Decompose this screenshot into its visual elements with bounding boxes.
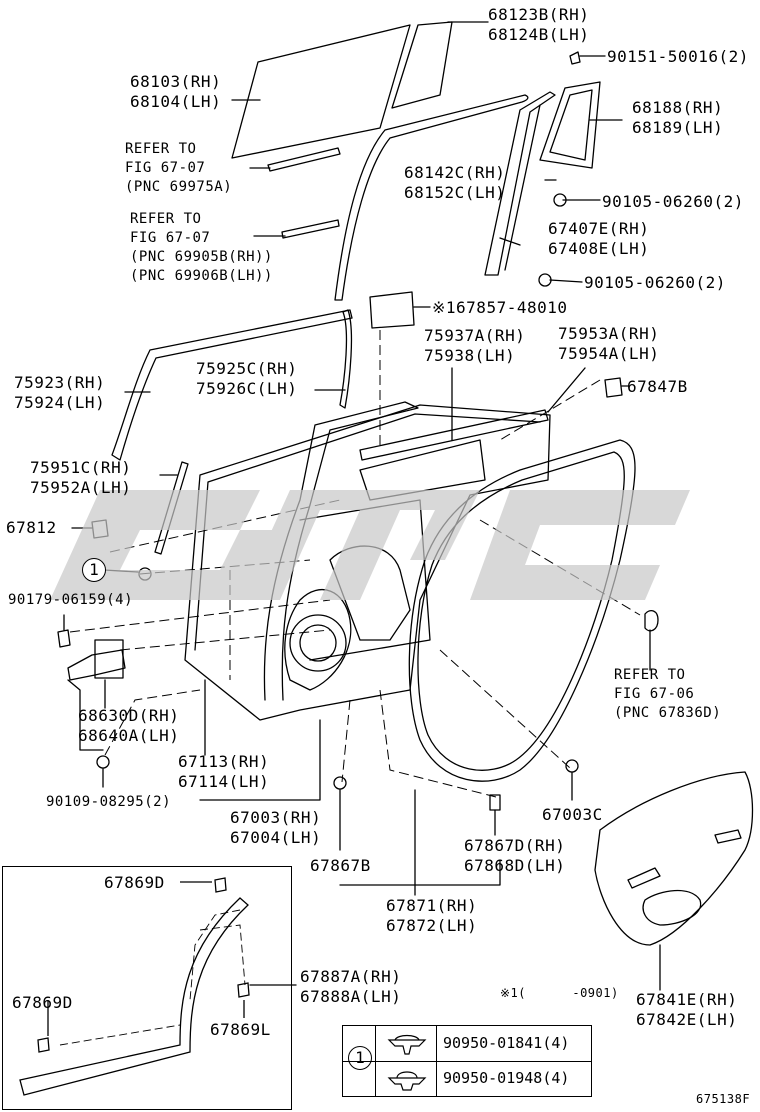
part-label: 67847B: [627, 377, 688, 396]
part-label: 68103(RH): [130, 72, 222, 91]
reference-label: (PNC 69975A): [125, 179, 233, 195]
part-label: 67407E(RH): [548, 219, 650, 238]
part-label: 67003C: [542, 805, 603, 824]
reference-label: REFER TO: [125, 141, 197, 157]
part-label: 68123B(RH): [488, 5, 590, 24]
part-label: 68640A(LH): [78, 726, 180, 745]
part-label: 67868D(LH): [464, 856, 566, 875]
inset-box: [2, 866, 292, 1110]
part-label: 68124B(LH): [488, 25, 590, 44]
part-label: 90179-06159(4): [8, 592, 134, 608]
part-label: 90109-08295(2): [46, 794, 172, 810]
part-label: 67812: [6, 518, 57, 537]
legend-table: 1 90950-01841(4) 90950-01948(4): [342, 1025, 592, 1097]
door-glass: [231, 24, 411, 159]
reference-label: REFER TO: [614, 667, 686, 683]
part-label: 75923(RH): [14, 373, 106, 392]
weatherstrip: [408, 439, 636, 782]
watermark: [50, 490, 690, 600]
part-label: 67842E(LH): [636, 1010, 738, 1029]
part-label: 67113(RH): [178, 752, 270, 771]
part-label: 67841E(RH): [636, 990, 738, 1009]
legend-code: 90950-01948(4): [443, 1069, 570, 1087]
reference-label: FIG 67-06: [614, 686, 695, 702]
part-label: 67887A(RH): [300, 967, 402, 986]
quarter-window-frame: [539, 81, 601, 169]
part-label: 75926C(LH): [196, 379, 298, 398]
belt-molding: [111, 309, 353, 461]
part-label: 68630D(RH): [78, 706, 180, 725]
part-label: 67869L: [210, 1020, 271, 1039]
part-label: 75953A(RH): [558, 324, 660, 343]
legend-marker: 1: [348, 1046, 372, 1070]
part-label: 68152C(LH): [404, 183, 506, 202]
part-label: 68188(RH): [632, 98, 724, 117]
clip-icon: [387, 1071, 427, 1091]
figure-number: 675138F: [696, 1092, 751, 1106]
part-label: 90105-06260(2): [602, 192, 744, 211]
part-label: 68142C(RH): [404, 163, 506, 182]
part-label: 75951C(RH): [30, 458, 132, 477]
part-label: 75954A(LH): [558, 344, 660, 363]
reference-label: FIG 67-07: [125, 160, 206, 176]
circle-marker-1: 1: [82, 558, 106, 582]
part-label: 67867B: [310, 856, 371, 875]
reference-label: FIG 67-07: [130, 230, 211, 246]
part-label: 67867D(RH): [464, 836, 566, 855]
part-label: 68104(LH): [130, 92, 222, 111]
door-check: [67, 649, 126, 681]
part-label: 67114(LH): [178, 772, 270, 791]
legend-row: 90950-01841(4): [343, 1026, 591, 1062]
part-label: 67003(RH): [230, 808, 322, 827]
part-label: ※167857-48010: [432, 298, 568, 317]
reference-label: (PNC 67836D): [614, 705, 722, 721]
part-label: 68189(LH): [632, 118, 724, 137]
clip-67847B: [604, 377, 623, 398]
part-label: 75937A(RH): [424, 326, 526, 345]
legend-code: 90950-01841(4): [443, 1034, 570, 1052]
reference-label: (PNC 69906B(LH)): [130, 268, 273, 284]
part-label: 67004(LH): [230, 828, 322, 847]
legend-row: 90950-01948(4): [343, 1061, 591, 1096]
part-label: 67871(RH): [386, 896, 478, 915]
part-label: 75952A(LH): [30, 478, 132, 497]
part-label: 75924(LH): [14, 393, 106, 412]
part-label: 90105-06260(2): [584, 273, 726, 292]
division-bar: [484, 91, 556, 276]
part-label: 67408E(LH): [548, 239, 650, 258]
part-label: 75938(LH): [424, 346, 516, 365]
reference-label: (PNC 69905B(RH)): [130, 249, 273, 265]
footnote-label: ※1( -0901): [500, 986, 619, 1000]
inset-seal: [19, 897, 249, 1096]
part-label: 67872(LH): [386, 916, 478, 935]
part-label: 75925C(RH): [196, 359, 298, 378]
part-label: 67869D: [104, 873, 165, 892]
clip-icon: [387, 1034, 427, 1055]
part-label: 67888A(LH): [300, 987, 402, 1006]
reference-label: REFER TO: [130, 211, 202, 227]
door-trim-board: [594, 771, 754, 946]
pad: [369, 291, 415, 329]
quarter-glass: [391, 21, 453, 109]
part-label: 67869D: [12, 993, 73, 1012]
part-label: 90151-50016(2): [607, 47, 749, 66]
run-channel: [334, 94, 529, 301]
